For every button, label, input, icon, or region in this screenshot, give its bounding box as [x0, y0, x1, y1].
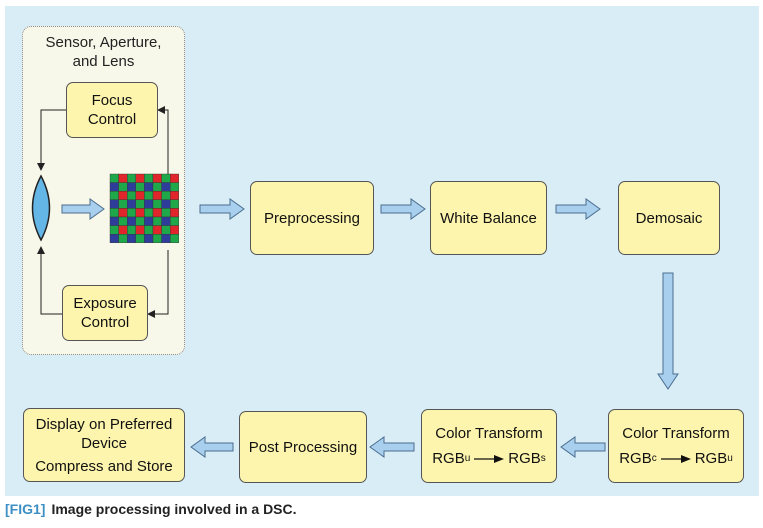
bayer-cell — [126, 208, 136, 218]
bayer-cell — [109, 225, 119, 235]
bayer-cell — [169, 199, 179, 209]
arrow-preprocessing-to-white-balance — [380, 198, 426, 220]
bayer-cell — [118, 182, 128, 192]
bayer-cell — [135, 190, 145, 200]
arrow-demosaic-to-color-transform — [657, 272, 679, 390]
bayer-cell — [152, 225, 162, 235]
bayer-cell — [118, 225, 128, 235]
bayer-cell — [161, 233, 171, 243]
bayer-cell — [144, 208, 154, 218]
bayer-cell — [144, 190, 154, 200]
bayer-cell — [161, 182, 171, 192]
bayer-cell — [169, 173, 179, 183]
bayer-cell — [135, 182, 145, 192]
bayer-cell — [144, 233, 154, 243]
bayer-cell — [109, 208, 119, 218]
bayer-cell — [109, 199, 119, 209]
bayer-cell — [118, 208, 128, 218]
bayer-cell — [135, 216, 145, 226]
arrow-lens-to-sensor — [61, 198, 105, 220]
bayer-cell — [161, 173, 171, 183]
bayer-cell — [109, 190, 119, 200]
bayer-cell — [169, 182, 179, 192]
display-label: Display on Preferred Device — [35, 415, 173, 452]
bayer-cell — [135, 208, 145, 218]
preprocessing-box: Preprocessing — [250, 181, 374, 255]
white-balance-box: White Balance — [430, 181, 547, 255]
bayer-cell — [118, 173, 128, 183]
figure-number: [FIG1] — [5, 501, 46, 517]
bayer-cell — [126, 216, 136, 226]
exposure-control-box: Exposure Control — [62, 285, 148, 341]
sensor-group-title: Sensor, Aperture, and Lens — [45, 34, 162, 70]
bayer-cell — [118, 190, 128, 200]
caption-text: Image processing involved in a DSC. — [51, 501, 297, 517]
bayer-cell — [161, 199, 171, 209]
bayer-cell — [118, 233, 128, 243]
bayer-cell — [109, 216, 119, 226]
bayer-cell — [152, 208, 162, 218]
bayer-cell — [161, 225, 171, 235]
bayer-cell — [135, 233, 145, 243]
bayer-cell — [144, 199, 154, 209]
bayer-cell — [169, 225, 179, 235]
exposure-loop-connector — [37, 246, 169, 318]
lens-icon — [31, 174, 51, 242]
right-arrow-icon — [474, 454, 505, 463]
bayer-cell — [152, 233, 162, 243]
post-processing-box: Post Processing — [239, 411, 367, 483]
display-compress-store-box: Display on Preferred Device Compress and… — [23, 408, 185, 482]
bayer-cell — [126, 225, 136, 235]
bayer-cell — [135, 173, 145, 183]
arrow-color-transform-to-color-transform — [560, 436, 606, 458]
bayer-cell — [169, 233, 179, 243]
bayer-cell — [135, 199, 145, 209]
compress-store-label: Compress and Store — [35, 457, 173, 475]
bayer-cell — [118, 216, 128, 226]
bayer-cell — [144, 173, 154, 183]
arrow-sensor-to-preprocessing — [199, 198, 245, 220]
bayer-cell — [144, 216, 154, 226]
bayer-cell — [109, 182, 119, 192]
bayer-cell — [135, 225, 145, 235]
bayer-sensor-icon — [109, 173, 179, 243]
bayer-cell — [126, 233, 136, 243]
bayer-cell — [169, 190, 179, 200]
bayer-cell — [152, 182, 162, 192]
bayer-cell — [152, 173, 162, 183]
color-transform-title: Color Transform — [435, 425, 543, 442]
focus-control-box: Focus Control — [66, 82, 158, 138]
bayer-cell — [126, 190, 136, 200]
bayer-cell — [126, 199, 136, 209]
bayer-cell — [144, 182, 154, 192]
bayer-cell — [109, 173, 119, 183]
bayer-cell — [126, 173, 136, 183]
bayer-cell — [152, 190, 162, 200]
bayer-cell — [152, 216, 162, 226]
demosaic-box: Demosaic — [618, 181, 720, 255]
bayer-cell — [161, 216, 171, 226]
bayer-cell — [161, 190, 171, 200]
arrow-white-balance-to-demosaic — [555, 198, 601, 220]
figure-caption: [FIG1] Image processing involved in a DSC… — [5, 501, 297, 517]
bayer-cell — [144, 225, 154, 235]
bayer-cell — [126, 182, 136, 192]
arrow-color-transform-to-post-processing — [369, 436, 415, 458]
bayer-cell — [169, 208, 179, 218]
right-arrow-icon — [660, 454, 691, 463]
color-transform-title: Color Transform — [622, 425, 730, 442]
bayer-cell — [118, 199, 128, 209]
bayer-cell — [161, 208, 171, 218]
bayer-cell — [109, 233, 119, 243]
bayer-cell — [169, 216, 179, 226]
focus-loop-connector — [37, 106, 169, 175]
bayer-cell — [152, 199, 162, 209]
arrow-post-processing-to-display — [190, 436, 234, 458]
